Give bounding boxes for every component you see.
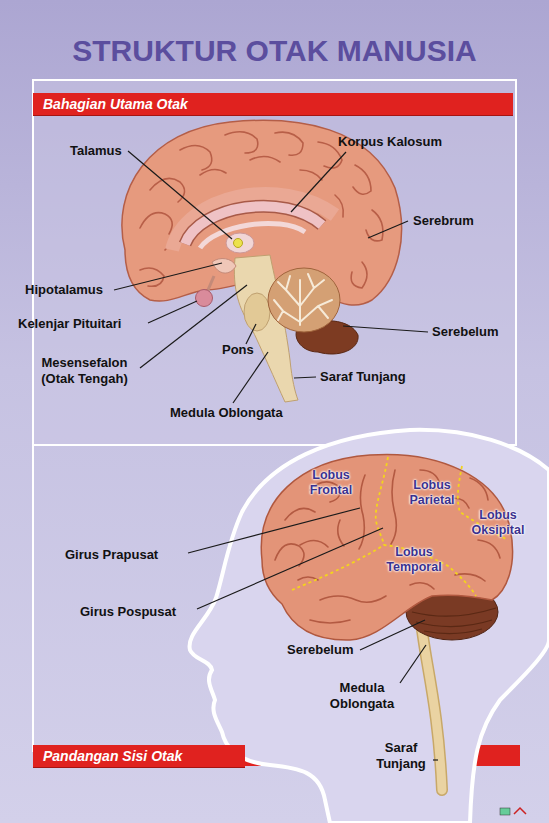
part-label: Pons — [222, 342, 254, 358]
section-band: Pandangan Sisi Otak — [33, 745, 245, 768]
illustration-detail — [197, 528, 383, 609]
sagittal-brain — [122, 120, 402, 402]
illustration-detail — [410, 583, 434, 589]
publisher-logo — [500, 808, 510, 815]
thalamus-dot — [234, 239, 243, 248]
illustration-detail — [366, 210, 383, 241]
part-label: Saraf Tunjang — [370, 740, 432, 773]
section-band: Bahagian Utama Otak — [33, 93, 513, 116]
illustration-detail — [416, 620, 492, 627]
illustration-detail — [412, 608, 496, 616]
part-label: Kelenjar Pituitari — [18, 316, 121, 332]
part-label: Saraf Tunjang — [320, 369, 406, 385]
pituitary — [196, 290, 213, 307]
illustration-detail — [188, 508, 360, 553]
illustration-detail — [180, 145, 212, 170]
part-label: Hipotalamus — [25, 282, 103, 298]
part-label: Serebelum — [287, 642, 353, 658]
illustration-detail — [478, 540, 500, 558]
illustration-detail — [246, 324, 256, 344]
band-heading: Bahagian Utama Otak — [43, 96, 188, 112]
illustration-detail — [424, 629, 482, 634]
illustration-detail — [275, 544, 304, 566]
illustration-detail — [285, 508, 315, 520]
illustration-detail — [291, 152, 346, 212]
thalamus — [226, 233, 254, 253]
illustration-detail — [360, 620, 425, 650]
part-label: Mesensefalon (Otak Tengah) — [32, 355, 137, 388]
illustration-detail — [300, 170, 322, 180]
panel-frame — [32, 445, 34, 752]
illustration-detail — [368, 221, 408, 238]
pituitary-stalk — [208, 276, 214, 290]
part-label: Korpus Kalosum — [338, 134, 442, 150]
illustration-detail — [320, 596, 386, 602]
illustration-detail — [310, 620, 350, 623]
illustration-detail — [353, 165, 371, 194]
panel-frame — [33, 80, 516, 445]
illustration-detail — [233, 352, 268, 403]
arbor-vitae — [274, 274, 332, 325]
illustration-detail — [335, 195, 343, 217]
leader-lines — [114, 151, 438, 760]
gyri — [275, 470, 500, 623]
illustration-detail — [376, 457, 388, 545]
illustration-detail — [200, 169, 226, 175]
illustration-detail — [300, 540, 328, 547]
illustration-detail — [150, 178, 185, 202]
lobe-label: Lobus Frontal — [300, 468, 362, 498]
illustration-detail — [275, 132, 303, 155]
illustration-detail — [148, 301, 197, 323]
band-heading: Pandangan Sisi Otak — [43, 748, 182, 764]
illustration-detail — [470, 478, 488, 500]
publisher-logo — [514, 808, 526, 814]
cerebellum-section — [268, 268, 340, 332]
part-label: Girus Prapusat — [65, 547, 158, 563]
part-label: Serebrum — [413, 213, 474, 229]
illustration-detail — [400, 645, 426, 683]
illustration-detail — [225, 132, 258, 153]
side-brain — [261, 454, 512, 790]
illustration-detail — [338, 520, 344, 546]
poster-title: STRUKTUR OTAK MANUSIA — [0, 34, 549, 68]
part-label: Medula Oblongata — [322, 680, 402, 713]
lobe-label: Lobus Temporal — [378, 545, 450, 575]
illustration-detail — [128, 151, 232, 239]
part-label: Medula Oblongata — [170, 405, 283, 421]
part-label: Serebelum — [432, 324, 498, 340]
illustration-detail — [140, 268, 164, 286]
illustration-detail — [433, 759, 438, 760]
illustration-detail — [343, 326, 428, 332]
illustration-detail — [292, 545, 476, 596]
lobe-label: Lobus Parietal — [400, 478, 464, 508]
lobe-label: Lobus Oksipital — [462, 508, 534, 538]
part-label: Girus Pospusat — [80, 604, 176, 620]
pons — [244, 293, 270, 331]
part-label: Talamus — [70, 143, 122, 159]
illustration-detail — [250, 156, 280, 162]
illustration-detail — [391, 470, 396, 544]
illustration-detail — [294, 377, 316, 378]
hypothalamus — [212, 259, 236, 274]
cerebrum-side — [261, 454, 512, 640]
illustration-detail — [140, 213, 172, 234]
illustration-detail — [351, 262, 367, 288]
illustration-detail — [114, 263, 222, 290]
